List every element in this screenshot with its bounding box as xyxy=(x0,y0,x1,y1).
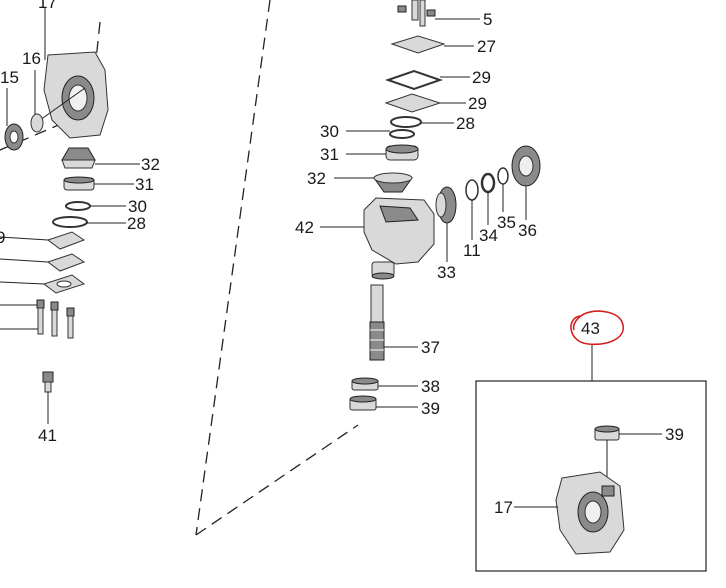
washer-35 xyxy=(497,167,509,185)
callout-27: 27 xyxy=(477,37,496,56)
callout-39-box: 39 xyxy=(665,425,684,444)
bearing-left-31 xyxy=(63,176,95,191)
callout-32-left: 32 xyxy=(141,155,160,174)
seal-16 xyxy=(30,113,44,133)
ring-left-30 xyxy=(65,201,91,211)
callout-31-mid: 31 xyxy=(320,145,339,164)
bolts-left xyxy=(36,299,75,393)
inset-box xyxy=(475,380,707,572)
callout-labels: 17 16 15 32 31 30 28 9 41 5 27 29 29 28 … xyxy=(0,0,684,517)
callout-15: 15 xyxy=(0,68,19,87)
callout-17-top: 17 xyxy=(38,0,57,12)
callout-36: 36 xyxy=(518,221,537,240)
highlight-circle xyxy=(570,310,625,346)
bearing-15 xyxy=(4,123,24,151)
inset-housing-17 xyxy=(555,471,625,555)
callout-28-left: 28 xyxy=(127,214,146,233)
seal-39 xyxy=(349,395,377,411)
inset-assembly-43 xyxy=(475,310,707,572)
left-assembly xyxy=(0,8,140,424)
ring-30 xyxy=(389,129,415,139)
ring-28 xyxy=(390,116,422,128)
plates-left xyxy=(42,231,86,294)
callout-43: 43 xyxy=(581,319,600,338)
callout-5: 5 xyxy=(483,10,492,29)
bevel-gear-32 xyxy=(373,172,413,193)
top-screws xyxy=(397,0,436,27)
callout-42: 42 xyxy=(295,218,314,237)
seal-38 xyxy=(351,377,379,391)
callout-31-left: 31 xyxy=(135,175,154,194)
callout-32-mid: 32 xyxy=(307,169,326,188)
callout-39-mid: 39 xyxy=(421,399,440,418)
callout-16: 16 xyxy=(22,49,41,68)
callout-11: 11 xyxy=(463,241,481,260)
gear-housing-42 xyxy=(363,197,435,280)
callout-30-left: 30 xyxy=(128,197,147,216)
callout-29b: 29 xyxy=(468,94,487,113)
bevel-gear-left xyxy=(61,147,96,169)
leaders-left xyxy=(0,8,140,424)
bearing-36 xyxy=(511,145,541,187)
callout-37: 37 xyxy=(421,338,440,357)
callout-38: 38 xyxy=(421,377,440,396)
callout-29a: 29 xyxy=(472,68,491,87)
gasket-29b xyxy=(384,93,442,113)
callout-41: 41 xyxy=(38,426,57,445)
callout-35: 35 xyxy=(497,213,516,232)
gasket-left-28 xyxy=(52,216,88,228)
middle-assembly xyxy=(320,0,541,411)
callout-30-mid: 30 xyxy=(320,122,339,141)
inset-seal-39 xyxy=(594,425,620,441)
shaft-37 xyxy=(369,284,385,361)
gasket-29a xyxy=(384,69,444,91)
leaders-middle xyxy=(320,18,527,408)
callout-34: 34 xyxy=(479,226,498,245)
callout-33: 33 xyxy=(437,263,456,282)
cover-27 xyxy=(390,35,446,54)
bearing-31 xyxy=(385,144,419,161)
washer-34 xyxy=(480,172,496,194)
callout-29-left: 9 xyxy=(0,228,5,247)
housing-left xyxy=(39,51,109,139)
callout-17-box: 17 xyxy=(494,498,513,517)
callout-28-mid: 28 xyxy=(456,114,475,133)
pinion-gear-33 xyxy=(435,186,457,224)
washer-11 xyxy=(465,179,479,201)
